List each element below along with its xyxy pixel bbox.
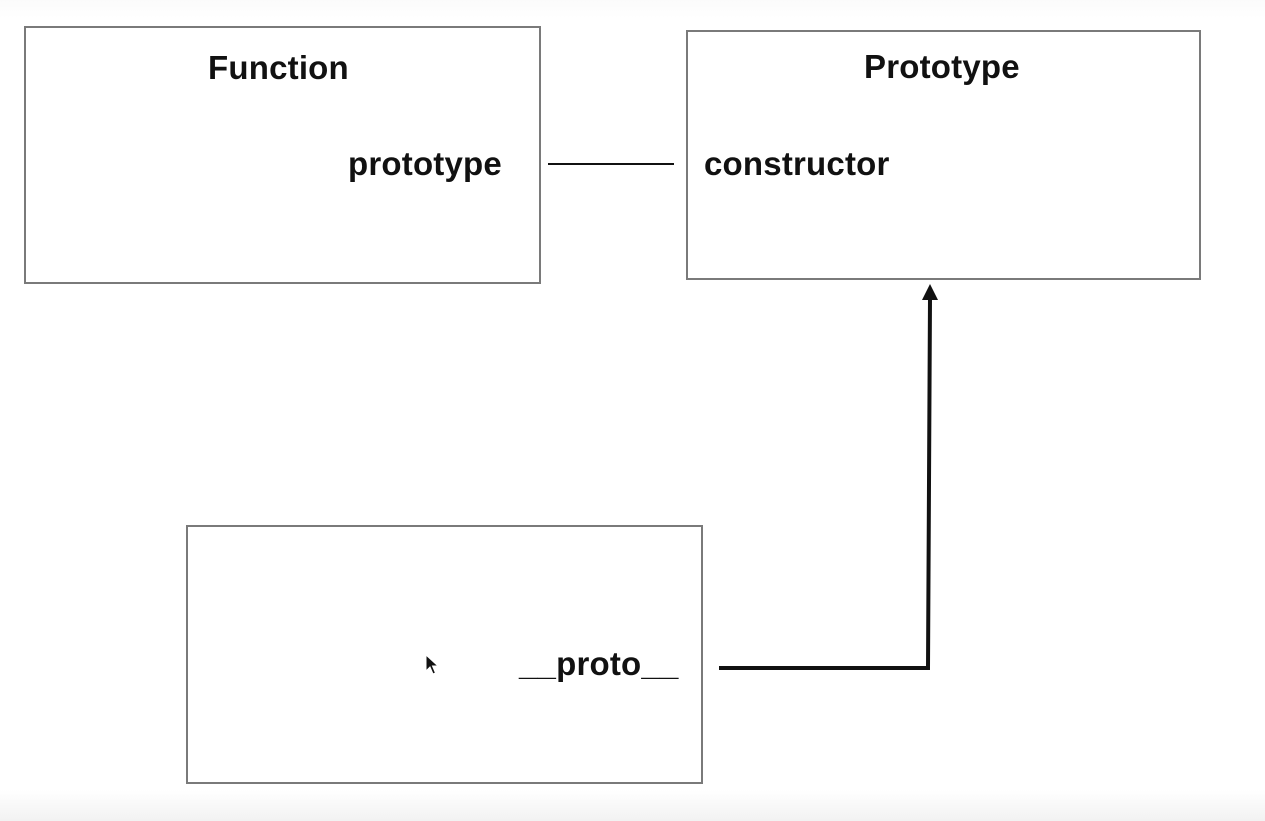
function-box-title: Function	[208, 49, 349, 86]
function-prototype-property: prototype	[348, 145, 502, 182]
prototype-box-title: Prototype	[864, 48, 1020, 85]
mouse-pointer-icon	[425, 654, 439, 675]
instance-box	[186, 525, 703, 784]
prototype-constructor-property: constructor	[704, 145, 890, 182]
function-box	[24, 26, 541, 284]
arrowhead-icon	[922, 284, 938, 300]
proto-to-prototype-arrow	[719, 297, 932, 670]
prototype-box	[686, 30, 1201, 280]
instance-proto-property: __proto__	[519, 645, 679, 682]
